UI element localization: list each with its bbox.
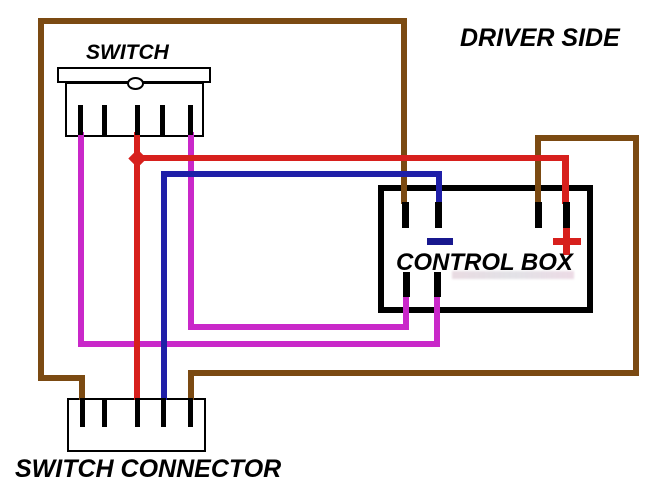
connector-pin: [102, 398, 107, 427]
wire-blue-connector4-to-controlbox-top2: [161, 171, 442, 177]
connector-pin: [188, 398, 193, 427]
connector-pin: [135, 398, 140, 427]
wire-red-switch3-to-connector3-and-controlbox-top4: [562, 155, 569, 204]
wire-brown-connector5-around-bottom-right-to-controlbox-top3: [188, 370, 194, 400]
connector-pin: [161, 398, 166, 427]
wire-brown-connector5-around-bottom-right-to-controlbox-top3: [535, 135, 541, 204]
controlbox-top-pin: [435, 202, 442, 228]
wire-magenta-switch1-to-controlbox-bottom2: [434, 295, 440, 347]
wire-red-switch3-to-connector3-and-controlbox-top4: [134, 155, 568, 161]
plus-terminal-icon: [563, 228, 570, 255]
switch-knob-icon: [127, 77, 144, 90]
controlbox-bottom-pin: [403, 272, 410, 297]
wire-red-switch3-to-connector3-and-controlbox-top4: [134, 132, 140, 400]
wire-brown-connector5-around-bottom-right-to-controlbox-top3: [535, 135, 639, 141]
switch-label: SWITCH: [86, 41, 169, 64]
wire-brown-connector1-around-left-top-to-controlbox-top1: [38, 18, 407, 24]
wire-junction-dot: [128, 149, 147, 168]
wire-magenta-switch5-to-controlbox-bottom1: [188, 132, 194, 330]
wire-brown-connector1-around-left-top-to-controlbox-top1: [38, 18, 44, 381]
control-box-label: CONTROL BOX: [396, 249, 573, 276]
switch-pin: [78, 105, 83, 135]
switch-pin: [188, 105, 193, 135]
wire-magenta-switch1-to-controlbox-bottom2: [78, 132, 84, 347]
switch-pin: [102, 105, 107, 135]
switch-pin: [160, 105, 165, 135]
driver-side-label: DRIVER SIDE: [460, 24, 620, 52]
wire-magenta-switch1-to-controlbox-bottom2: [78, 341, 440, 347]
minus-terminal-icon: [427, 238, 453, 245]
control-box-body: [378, 185, 593, 313]
connector-pin: [80, 398, 85, 427]
wire-brown-connector5-around-bottom-right-to-controlbox-top3: [633, 135, 639, 376]
controlbox-top-pin: [402, 202, 409, 228]
switch-connector-label: SWITCH CONNECTOR: [15, 455, 282, 483]
controlbox-bottom-pin: [434, 272, 441, 297]
switch-pin: [135, 105, 140, 135]
controlbox-top-pin: [535, 202, 542, 228]
wire-blue-connector4-to-controlbox-top2: [436, 171, 442, 204]
wire-brown-connector1-around-left-top-to-controlbox-top1: [38, 375, 85, 381]
watermark-smudge: [452, 271, 574, 279]
controlbox-top-pin: [563, 202, 570, 228]
wire-brown-connector1-around-left-top-to-controlbox-top1: [401, 18, 407, 204]
wire-blue-connector4-to-controlbox-top2: [161, 171, 167, 400]
wire-magenta-switch5-to-controlbox-bottom1: [403, 295, 409, 330]
wire-magenta-switch5-to-controlbox-bottom1: [188, 324, 409, 330]
wire-brown-connector5-around-bottom-right-to-controlbox-top3: [188, 370, 639, 376]
wire-brown-connector1-around-left-top-to-controlbox-top1: [79, 375, 85, 400]
